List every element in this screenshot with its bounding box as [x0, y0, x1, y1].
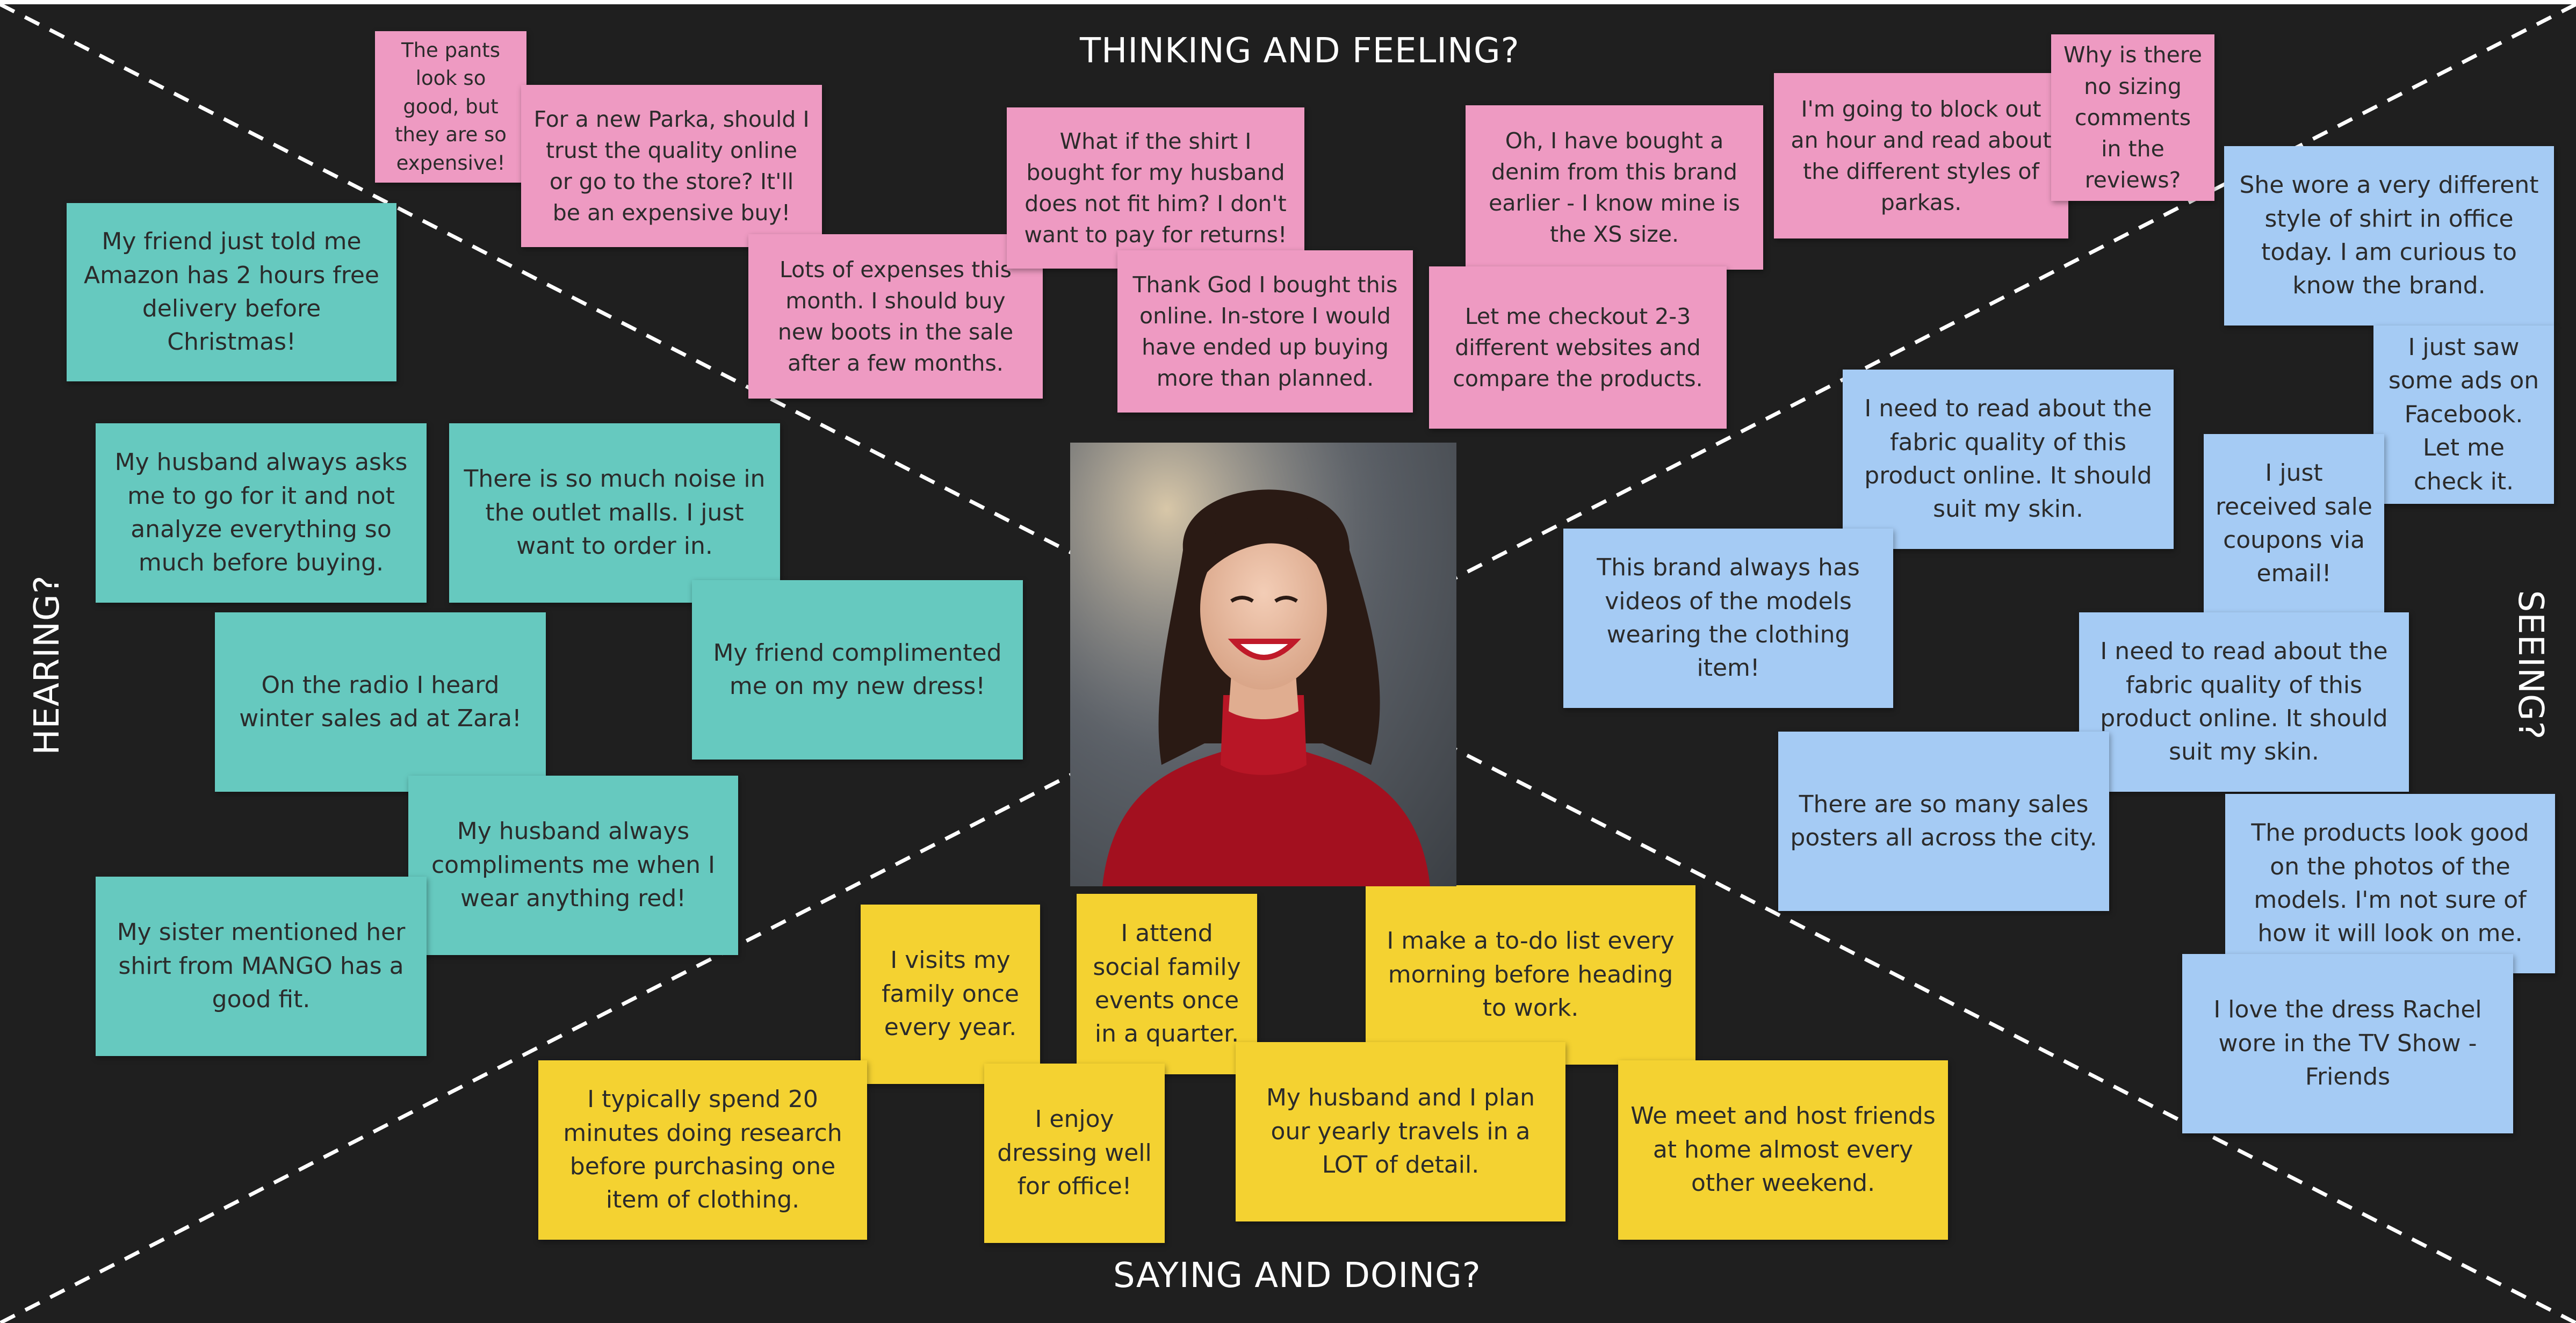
sticky-note-seeing[interactable]: I just saw some ads on Facebook. Let me …: [2373, 326, 2554, 504]
persona-photo: [1070, 443, 1456, 886]
sticky-note-thinking[interactable]: The pants look so good, but they are so …: [375, 31, 526, 183]
empathy-map-board: THINKING AND FEELING? SAYING AND DOING? …: [0, 4, 2576, 1323]
sticky-note-thinking[interactable]: Let me checkout 2-3 different websites a…: [1429, 266, 1727, 429]
sticky-note-seeing[interactable]: This brand always has videos of the mode…: [1563, 529, 1893, 708]
sticky-note-hearing[interactable]: My friend just told me Amazon has 2 hour…: [67, 203, 396, 381]
sticky-note-seeing[interactable]: I need to read about the fabric quality …: [1843, 370, 2174, 549]
sticky-note-thinking[interactable]: What if the shirt I bought for my husban…: [1007, 107, 1304, 269]
persona-illustration: [1070, 443, 1456, 886]
sticky-note-hearing[interactable]: There is so much noise in the outlet mal…: [449, 423, 780, 603]
sticky-note-seeing[interactable]: There are so many sales posters all acro…: [1778, 732, 2109, 911]
sticky-note-saying[interactable]: I make a to-do list every morning before…: [1366, 885, 1695, 1065]
sticky-note-thinking[interactable]: I'm going to block out an hour and read …: [1774, 73, 2068, 238]
sticky-note-thinking[interactable]: Why is there no sizing comments in the r…: [2051, 34, 2214, 201]
sticky-note-thinking[interactable]: Thank God I bought this online. In-store…: [1117, 250, 1413, 413]
sticky-note-seeing[interactable]: I just received sale coupons via email!: [2204, 434, 2384, 613]
sticky-note-seeing[interactable]: I need to read about the fabric quality …: [2079, 612, 2409, 792]
quadrant-divider-lines: [0, 4, 2576, 1323]
sticky-note-saying[interactable]: I typically spend 20 minutes doing resea…: [538, 1060, 867, 1240]
sticky-note-hearing[interactable]: My friend complimented me on my new dres…: [692, 580, 1023, 760]
sticky-note-hearing[interactable]: My husband always compliments me when I …: [408, 776, 738, 955]
sticky-note-saying[interactable]: I visits my family once every year.: [861, 905, 1040, 1084]
sticky-note-saying[interactable]: I attend social family events once in a …: [1077, 894, 1257, 1074]
sticky-note-thinking[interactable]: Oh, I have bought a denim from this bran…: [1466, 105, 1763, 270]
sticky-note-saying[interactable]: We meet and host friends at home almost …: [1618, 1060, 1948, 1240]
sticky-note-seeing[interactable]: She wore a very different style of shirt…: [2224, 146, 2554, 326]
sticky-note-thinking[interactable]: Lots of expenses this month. I should bu…: [748, 234, 1043, 399]
sticky-note-seeing[interactable]: The products look good on the photos of …: [2225, 794, 2555, 973]
sticky-note-hearing[interactable]: On the radio I heard winter sales ad at …: [215, 612, 546, 792]
section-label-hearing: HEARING?: [27, 575, 67, 755]
sticky-note-hearing[interactable]: My sister mentioned her shirt from MANGO…: [96, 877, 427, 1056]
sticky-note-hearing[interactable]: My husband always asks me to go for it a…: [96, 423, 427, 603]
sticky-note-saying[interactable]: My husband and I plan our yearly travels…: [1236, 1042, 1565, 1221]
sticky-note-thinking[interactable]: For a new Parka, should I trust the qual…: [521, 85, 822, 247]
section-label-saying: SAYING AND DOING?: [1113, 1256, 1481, 1296]
section-label-seeing: SEEING?: [2510, 590, 2550, 740]
sticky-note-seeing[interactable]: I love the dress Rachel wore in the TV S…: [2182, 954, 2513, 1133]
sticky-note-saying[interactable]: I enjoy dressing well for office!: [984, 1064, 1165, 1243]
section-label-thinking: THINKING AND FEELING?: [1080, 31, 1520, 71]
